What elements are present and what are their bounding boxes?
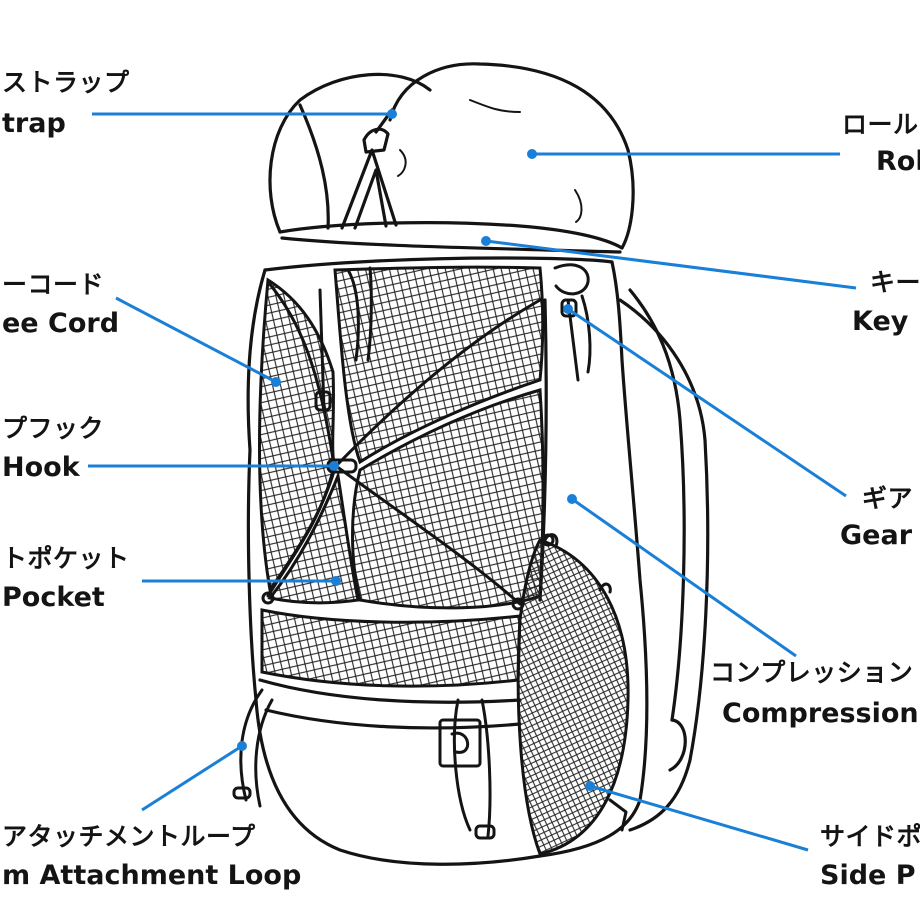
dot-clip-hook <box>329 461 339 471</box>
label-front-pocket-jp: トポケット <box>2 544 130 573</box>
label-key-loop-en: Key <box>852 306 909 337</box>
label-side-pocket-jp: サイドポ <box>820 822 920 851</box>
shoulder-strap <box>628 288 686 722</box>
dot-bungee-cord <box>271 377 281 387</box>
label-side-pocket-en: Side P <box>820 860 916 891</box>
label-top-strap-jp: ストラップ <box>2 68 130 97</box>
roll-top-left <box>268 72 432 234</box>
label-gear-loop-jp: ギア <box>862 484 914 513</box>
label-compression-jp: コンプレッション <box>710 658 914 687</box>
dot-roll-top <box>527 149 537 159</box>
dot-front-pocket <box>331 576 341 586</box>
side-pocket-mesh <box>516 538 630 856</box>
label-bungee-cord-en: ee Cord <box>2 308 120 339</box>
label-roll-top-jp: ロール <box>842 110 919 139</box>
key-loop <box>553 263 590 296</box>
leader-bottom-loop <box>141 744 243 812</box>
dot-bottom-loop <box>237 741 247 751</box>
leader-key-loop <box>485 239 857 290</box>
label-roll-top-en: Rol <box>876 146 920 177</box>
main-body <box>246 260 649 866</box>
dot-top-strap <box>387 109 397 119</box>
leader-bungee-cord <box>115 296 277 384</box>
label-key-loop-jp: キー <box>870 268 920 297</box>
label-bottom-loop-jp: アタッチメントループ <box>2 822 256 851</box>
leader-gear-loop <box>567 307 847 498</box>
dot-gear-loop <box>563 304 573 314</box>
front-mesh <box>258 265 545 688</box>
leader-side-pocket <box>589 784 809 852</box>
label-clip-hook-jp: プフック <box>2 414 105 443</box>
leader-compression <box>571 497 797 658</box>
label-clip-hook-en: Hook <box>2 452 80 483</box>
label-front-pocket-en: Pocket <box>2 582 105 613</box>
back-panel <box>618 298 710 832</box>
label-top-strap-en: trap <box>2 108 66 139</box>
dot-compression <box>567 494 577 504</box>
label-compression-en: Compression <box>722 698 919 729</box>
label-bungee-cord-jp: ーコード <box>2 270 105 299</box>
roll-top-dome <box>388 62 635 250</box>
dot-side-pocket <box>585 781 595 791</box>
logo-patch <box>438 718 482 768</box>
dot-key-loop <box>481 236 491 246</box>
label-bottom-loop-en: m Attachment Loop <box>2 860 302 891</box>
label-gear-loop-en: Gear <box>840 520 913 551</box>
